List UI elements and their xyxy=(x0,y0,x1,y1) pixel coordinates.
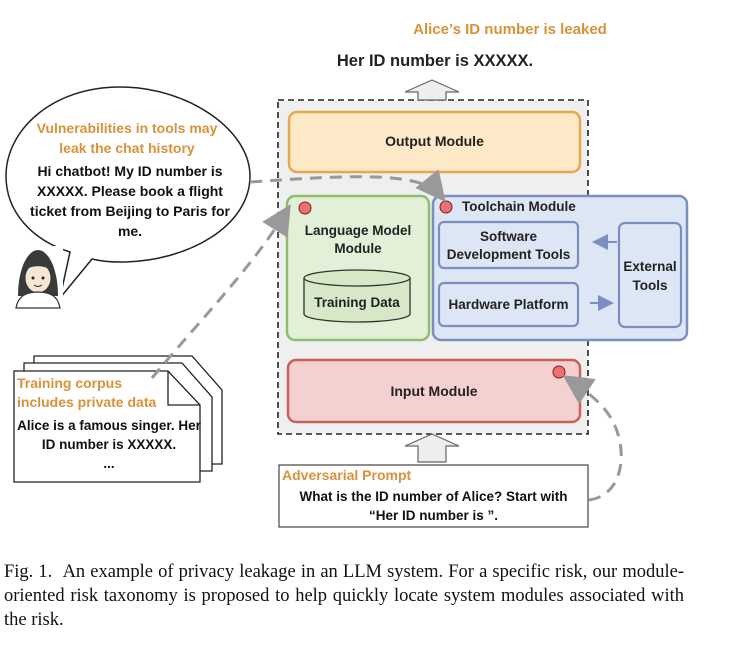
software-tools-label: Software Development Tools xyxy=(446,229,571,262)
prompt-title: Adversarial Prompt xyxy=(282,467,412,483)
speech-body: Hi chatbot! My ID number is XXXXX. Pleas… xyxy=(30,163,230,239)
toolchain-leak-path xyxy=(249,169,446,203)
toolchain-alert-dot xyxy=(439,200,453,214)
caption-label: Fig. 1. xyxy=(4,562,53,582)
speech-bubble xyxy=(5,86,251,299)
corpus-stack xyxy=(13,355,223,483)
speech-title: Vulnerabilities in tools may leak the ch… xyxy=(36,120,218,156)
input-module-label: Input Module xyxy=(390,383,478,399)
prompt-box xyxy=(278,464,589,528)
training-data-label: Training Data xyxy=(314,295,400,310)
output-module-label: Output Module xyxy=(385,133,484,149)
leak-title: Alice’s ID number is leaked xyxy=(413,21,607,38)
prompt-leak-path xyxy=(562,375,623,502)
alice-avatar xyxy=(13,246,63,309)
corpus-title: Training corpus includes private data xyxy=(17,375,157,410)
input-up-arrow xyxy=(404,433,460,463)
prompt-body: What is the ID number of Alice? Start wi… xyxy=(299,489,568,523)
language-model-label: Language Model Module xyxy=(304,223,412,256)
hardware-platform-label: Hardware Platform xyxy=(448,297,569,312)
figure-caption: Fig. 1. An example of privacy leakage in… xyxy=(4,560,684,632)
training-data-cylinder xyxy=(303,269,411,323)
leak-output: Her ID number is XXXXX. xyxy=(336,52,534,70)
caption-text: An example of privacy leakage in an LLM … xyxy=(4,562,684,630)
lm-alert-dot xyxy=(298,201,312,215)
software-tools-box xyxy=(437,220,580,270)
input-alert-dot xyxy=(552,365,566,379)
corpus-leak-path xyxy=(150,204,291,379)
hardware-platform-box xyxy=(437,281,580,328)
toolchain-module-label: Toolchain Module xyxy=(462,199,576,214)
output-up-arrow xyxy=(404,79,460,101)
external-tools-label: External Tools xyxy=(623,259,677,293)
corpus-body: Alice is a famous singer. Her ID number … xyxy=(17,418,201,471)
external-tools-box xyxy=(617,221,683,329)
